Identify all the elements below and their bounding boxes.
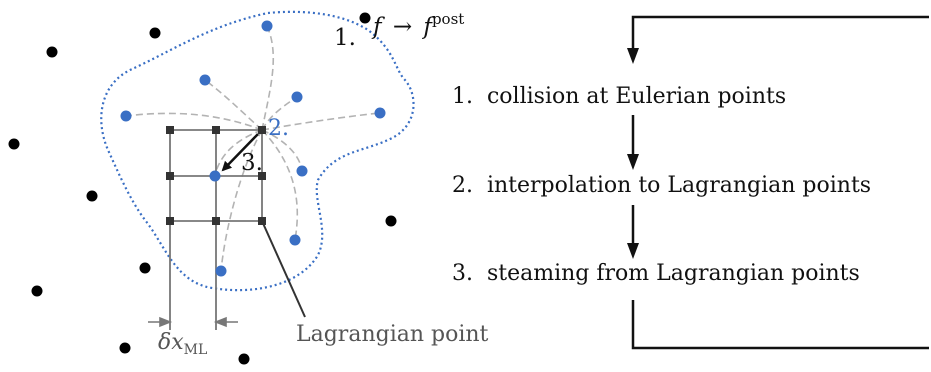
- dim-arrow-left: [159, 316, 173, 328]
- flow-arrowheads: [627, 48, 639, 259]
- grid-node: [212, 217, 220, 225]
- dashed-path: [204, 79, 263, 131]
- arrowhead-to-step2: [627, 154, 639, 170]
- delta-x-dimension: [148, 316, 238, 328]
- step-collision: 1. collision at Eulerian points: [452, 84, 786, 109]
- lagrangian-point: [199, 74, 211, 86]
- lagrangian-point: [215, 265, 227, 277]
- grid-node: [166, 172, 174, 180]
- lagrangian-leader-line: [261, 220, 306, 318]
- eulerian-points: [8, 12, 397, 365]
- algorithm-flow: [631, 15, 929, 350]
- lagrangian-point: [374, 107, 386, 119]
- eulerian-point: [238, 353, 250, 365]
- eulerian-point: [119, 342, 131, 354]
- lagrangian-point: [261, 20, 273, 32]
- eulerian-point: [385, 215, 397, 227]
- eulerian-point: [46, 46, 58, 58]
- dashed-path: [261, 25, 275, 131]
- arrowhead-to-step3: [627, 243, 639, 259]
- delta-x-label: δxML: [158, 330, 207, 358]
- lagrangian-domain-boundary: [100, 10, 415, 292]
- grid-node: [258, 126, 266, 134]
- step2-marker: 2.: [268, 116, 289, 141]
- eulerian-point: [8, 138, 20, 150]
- step1-marker: 1.: [334, 25, 356, 51]
- eulerian-point: [31, 285, 43, 297]
- dashed-path: [214, 129, 263, 176]
- step-streaming: 3. steaming from Lagrangian points: [452, 261, 860, 286]
- lagrangian-point: [296, 165, 308, 177]
- dashed-path: [125, 112, 263, 131]
- lagrangian-point: [120, 110, 132, 122]
- dashed-path: [220, 129, 263, 272]
- eulerian-point: [139, 262, 151, 274]
- grid-node: [166, 126, 174, 134]
- lagrangian-point: [209, 170, 221, 182]
- dashed-path: [261, 112, 381, 131]
- grid-node: [166, 217, 174, 225]
- loop-bottom: [631, 300, 929, 350]
- dashed-path: [261, 129, 299, 241]
- step-interpolation: 2. interpolation to Lagrangian points: [452, 173, 871, 198]
- interpolation-paths: [125, 25, 381, 272]
- lagrangian-point: [291, 91, 303, 103]
- eulerian-point: [86, 190, 98, 202]
- arrowhead-to-step1: [627, 48, 639, 64]
- formula-f-to-fpost: f → fpost: [371, 10, 464, 40]
- lagrangian-point-label: Lagrangian point: [296, 322, 489, 347]
- lagrangian-points: [120, 20, 386, 277]
- dim-arrow-right: [213, 316, 227, 328]
- eulerian-point: [359, 12, 371, 24]
- loop-top: [631, 15, 929, 52]
- step3-marker: 3.: [241, 150, 263, 176]
- streaming-arrow: [221, 133, 259, 172]
- grid-node: [258, 172, 266, 180]
- lagrangian-point: [289, 234, 301, 246]
- eulerian-point: [149, 27, 161, 39]
- grid-node: [212, 126, 220, 134]
